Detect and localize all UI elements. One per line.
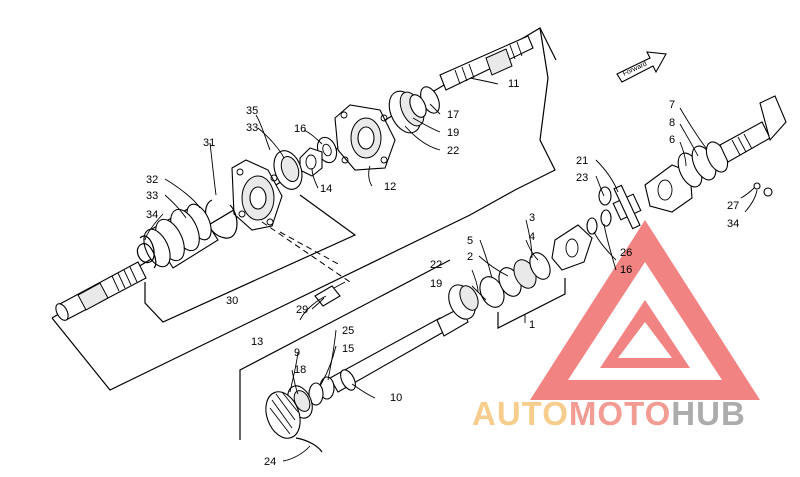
callout-2: 2 [467,251,473,263]
rings-15-24 [308,376,335,406]
callout-1: 1 [529,319,535,331]
watermark-hub: HUB [671,395,746,432]
bracket-28 [144,194,357,323]
callout-26: 27 [727,200,739,212]
callout-33: 33 [246,122,258,134]
callout-34: 34 [727,218,739,230]
gear-9 [265,391,301,439]
callout-19: 19 [447,127,459,139]
callout-19b: 19 [430,278,442,290]
callout-20: 21 [576,155,588,167]
callout-18: 18 [294,364,306,376]
callout-16: 16 [294,123,306,135]
callout-8: 8 [669,117,675,129]
svg-text:AUTOMOTOHUB: AUTOMOTOHUB [472,395,746,432]
callout-10: 10 [390,392,402,404]
yoke-6 [644,164,693,213]
yoke-3 [551,224,593,271]
flange-12 [334,104,396,171]
bolt-26 [753,182,773,197]
callout-29: 31 [203,137,215,149]
housing-29 [231,159,283,231]
callout-6: 6 [669,134,675,146]
callout-21: 23 [576,172,588,184]
callout-22b: 22 [430,259,442,271]
watermark-text: AUTOMOTOHUB [472,395,746,432]
callout-24: 25 [342,325,354,337]
callout-13: 13 [251,336,263,348]
callout-27: 29 [296,304,308,316]
callout-35: 35 [246,105,258,117]
callout-5: 5 [467,235,473,247]
shaft-7 [719,95,787,163]
callout-4: 4 [529,231,535,243]
watermark-moto: MOTO [569,395,671,432]
callout-30: 32 [146,174,158,186]
spring-32 [136,235,157,269]
callout-14: 14 [320,183,332,195]
callout-7: 7 [669,99,675,111]
watermark-auto: AUTO [472,395,569,432]
callouts: 11 17 19 22 12 14 16 35 33 31 32 33 34 3… [146,78,739,468]
clip-23 [295,437,323,453]
callout-16b: 16 [620,264,632,276]
bearing-lower-19-22 [448,284,479,320]
enclosure-1 [497,278,566,329]
spline-shaft-left [55,261,147,321]
leader-lines [144,77,758,462]
callout-32: 34 [146,209,158,221]
callout-11: 11 [508,78,519,90]
bearing-19-22 [388,90,427,134]
callout-22: 22 [447,145,459,157]
shaft-11 [439,35,534,91]
callout-9: 9 [294,347,300,359]
callout-25: 26 [620,247,632,259]
boot-30-31 [143,203,219,269]
clip-29 [204,199,238,239]
callout-17: 17 [447,109,459,121]
ring-16-25 [586,209,612,235]
callout-15: 15 [342,343,354,355]
seal-33-35 [273,150,303,190]
callout-31: 33 [146,190,158,202]
callout-28: 30 [226,295,238,307]
forward-arrow: Forward [616,51,667,83]
watermark-logo [530,220,760,400]
callout-23: 24 [264,456,276,468]
callout-3: 3 [529,212,535,224]
callout-12: 12 [384,181,396,193]
enclosure-lower [239,259,451,440]
bearing-stack-2-5 [479,252,551,308]
nut-14 [299,147,323,177]
enclosure-13 [51,27,557,391]
